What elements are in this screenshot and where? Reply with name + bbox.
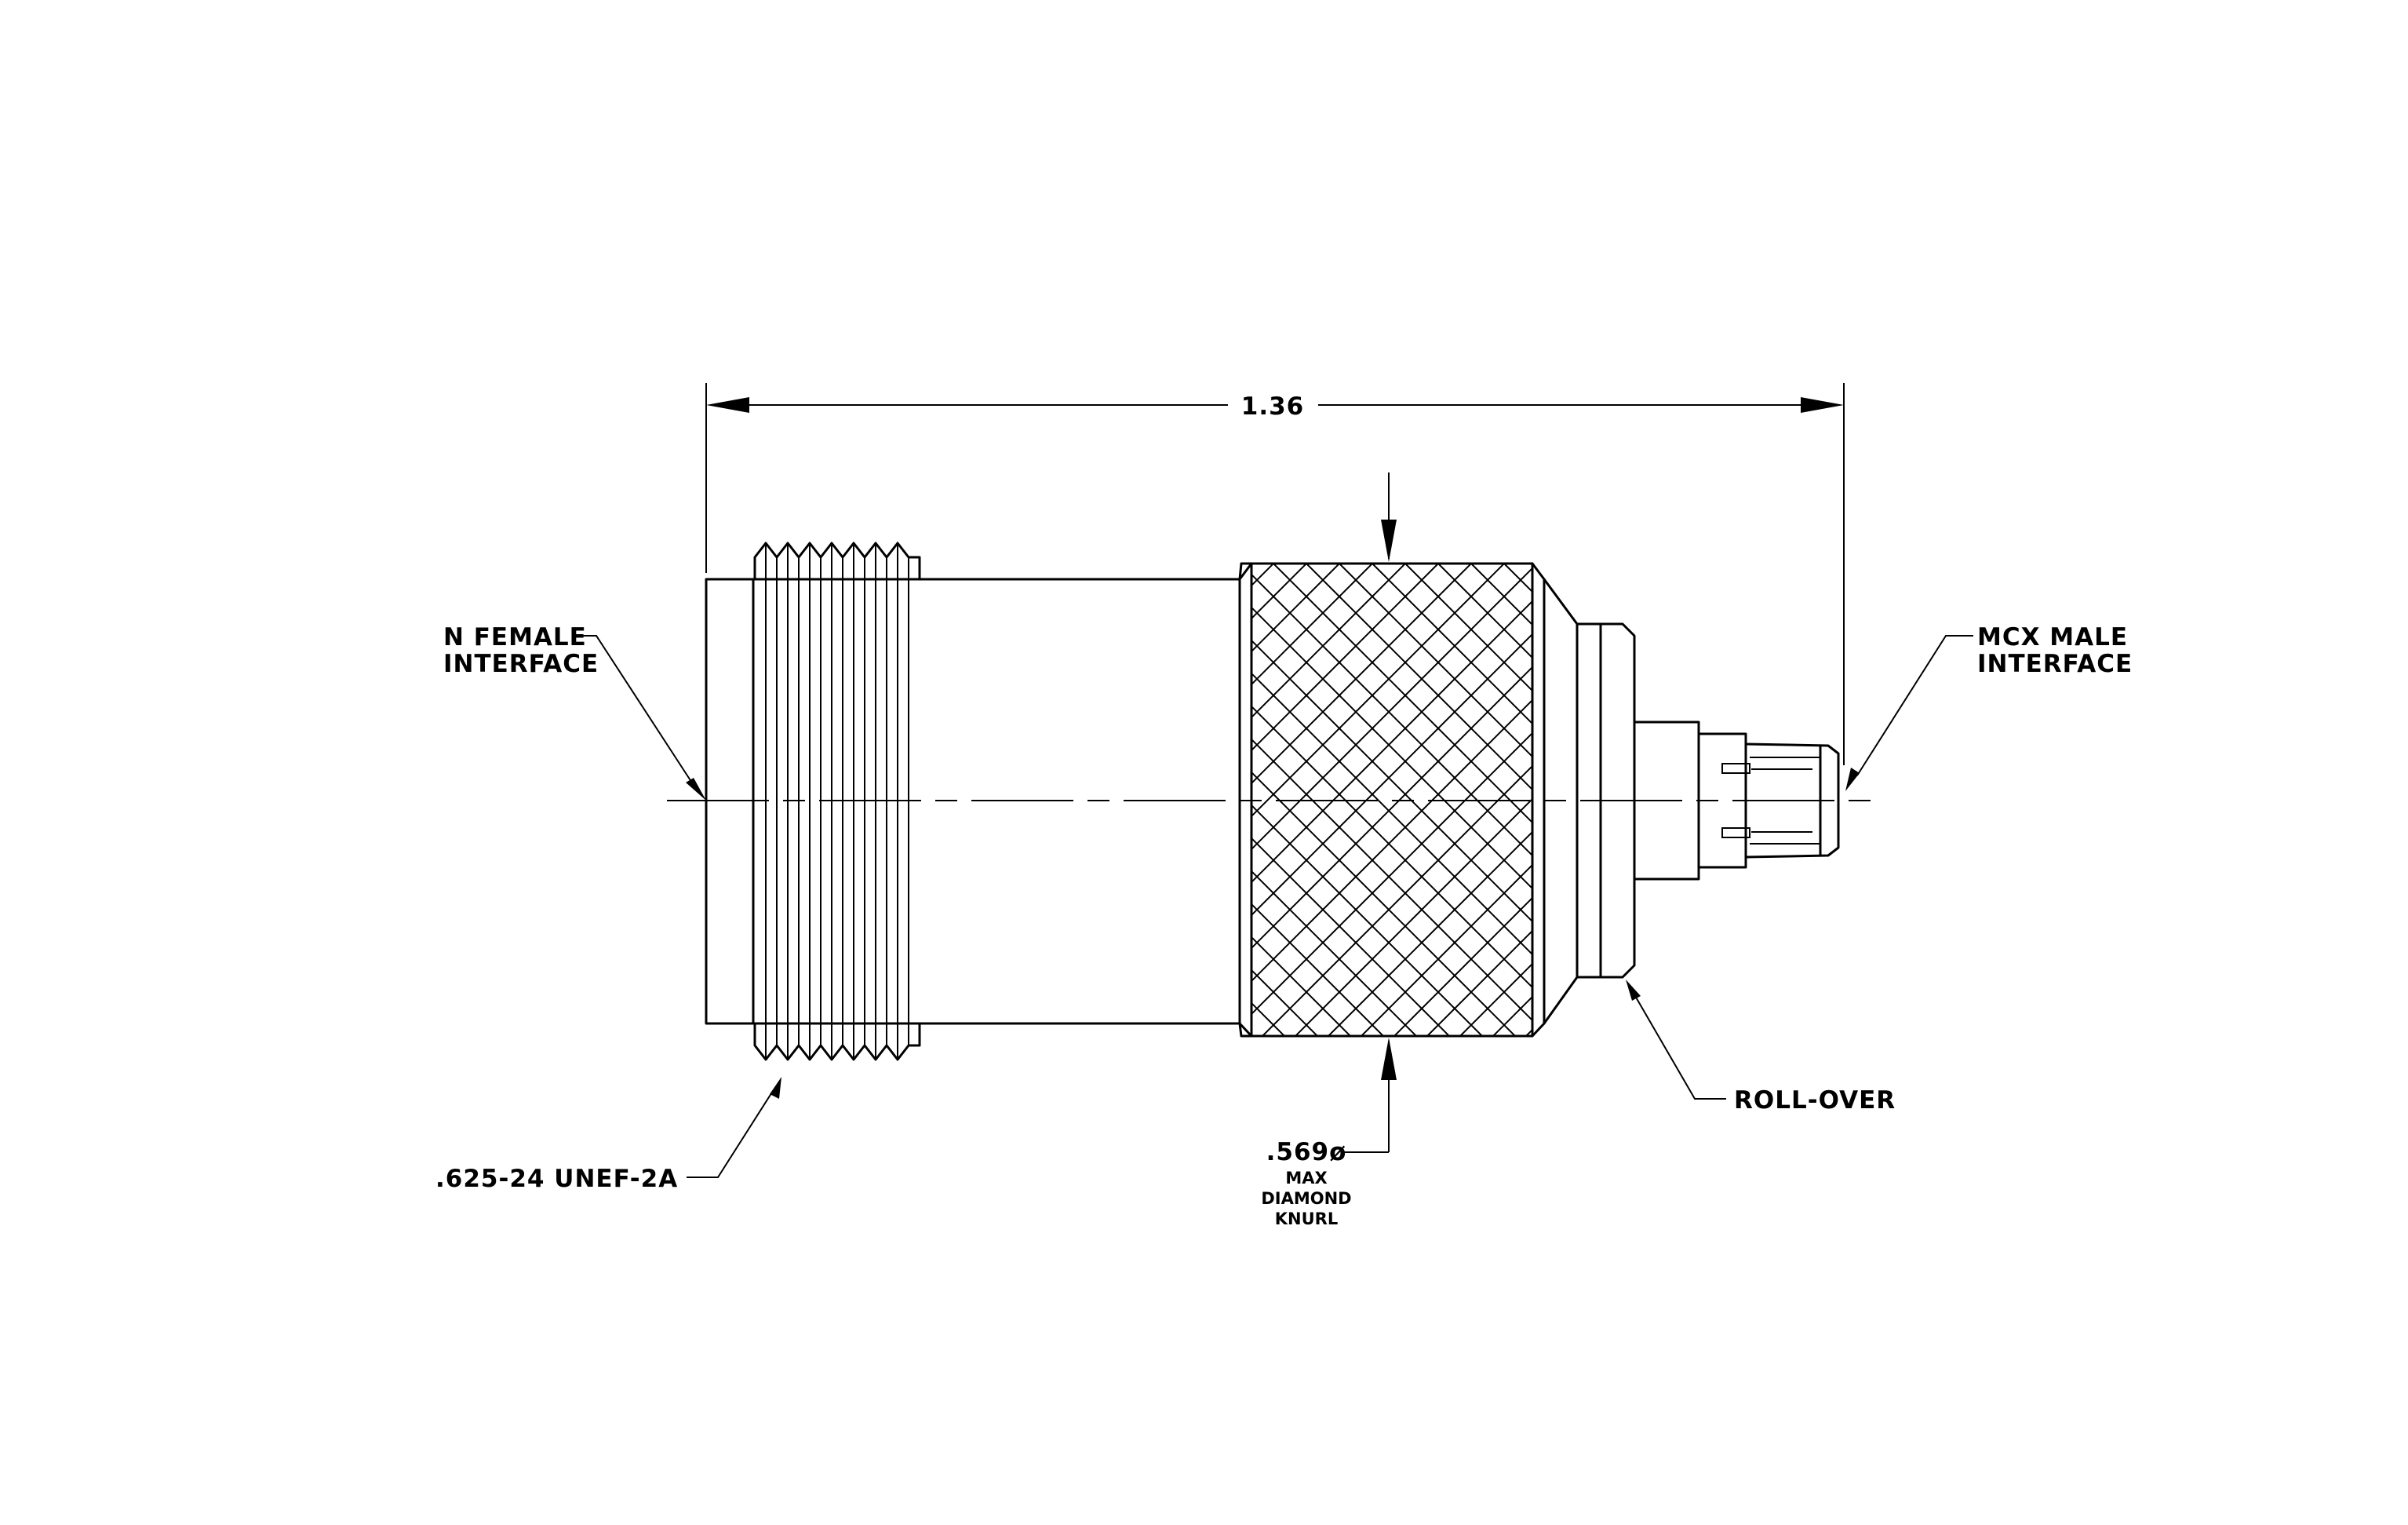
knurl-hatch-line [1372,564,1532,725]
knurl-hatch-line [1251,606,1532,890]
callout-n-female: N FEMALE INTERFACE [443,623,706,801]
arrowhead-left [706,397,749,413]
roll-over-collar [1543,578,1700,1025]
n-female-body [705,578,923,1025]
thread-profile-bottom [753,1022,921,1061]
knurl-knurl-label: KNURL [1275,1209,1338,1228]
knurl-diamond-label: DIAMOND [1261,1189,1351,1208]
knurl-hatch-line [1251,731,1532,1016]
knurl-max-label: MAX [1285,1169,1327,1188]
knurl-hatch-line [1361,863,1532,1036]
knurl-dia-label: .569ø [1266,1138,1347,1166]
knurl-hatch-line [1251,573,1532,857]
knurl-hatch-line [1251,936,1351,1036]
knurl-hatch-line [1393,896,1532,1036]
diamond-knurl [1238,562,2372,1038]
roll-over-label: ROLL-OVER [1734,1086,1896,1115]
knurl-hatch-line [1251,564,1373,686]
knurl-hatch-line [1339,564,1532,758]
interface-face [705,578,755,1025]
knurl-hatch-line [1251,666,1532,950]
knurl-hatch-line [1251,639,1532,923]
knurl-hatch-line [1262,764,1532,1036]
overall-length-dimension: 1.36 [705,383,1845,765]
knurl-hatch-line [1426,929,1532,1036]
thread-spec-label: .625-24 UNEF-2A [435,1165,678,1193]
knurl-hatch-line [1251,600,1532,884]
callout-mcx-male: MCX MALE INTERFACE [1845,623,2133,791]
n-female-label-line2: INTERFACE [443,650,599,678]
mcx-male-interface [1697,732,1840,869]
overall-length-label: 1.36 [1241,392,1305,421]
callout-thread-spec: .625-24 UNEF-2A [435,1077,781,1193]
knurl-hatch-line [1251,705,1532,989]
knurl-hatch-line [1251,564,1439,752]
thread-section [753,542,921,1061]
knurl-hatch-line [1251,567,1532,851]
arrowhead-right [1801,397,1844,413]
knurl-hatch-line [1251,564,1472,785]
knurl-hatch-line [1251,672,1532,956]
knurl-hatch [1251,564,2372,1036]
knurl-hatch-line [1251,903,1384,1036]
knurl-hatch-line [1251,837,1450,1036]
main-barrel [918,562,1253,1038]
knurl-hatch-line [1437,564,1532,659]
knurl-hatch-line [1251,738,1532,1022]
knurl-hatch-line [1900,564,2372,1036]
callout-roll-over: ROLL-OVER [1626,980,1896,1115]
knurl-diameter-dimension: .569ø MAX DIAMOND KNURL [1261,472,1397,1228]
mcx-male-label-line2: INTERFACE [1977,650,2133,678]
knurl-hatch-line [1328,830,1532,1036]
mcx-male-label-line1: MCX MALE [1977,623,2128,651]
knurl-hatch-line [1404,564,1532,692]
thread-profile-top [753,542,921,581]
knurl-hatch-line [1251,564,1505,818]
knurl-hatch-line [1251,564,1406,719]
knurl-hatch-line [1273,564,1532,824]
knurl-hatch-line [1306,564,1532,791]
knurl-hatch-line [1295,797,1532,1036]
knurl-hatch-line [1251,699,1532,983]
thread-crest-lines [765,543,909,1060]
knurl-hatch-line [1251,564,1340,653]
knurl-hatch-line [1251,870,1417,1036]
knurl-hatch-line [1251,633,1532,917]
knurl-hatch-line [1251,804,1483,1036]
n-female-label-line1: N FEMALE [443,623,587,651]
knurl-hatch-line [1251,771,1516,1036]
